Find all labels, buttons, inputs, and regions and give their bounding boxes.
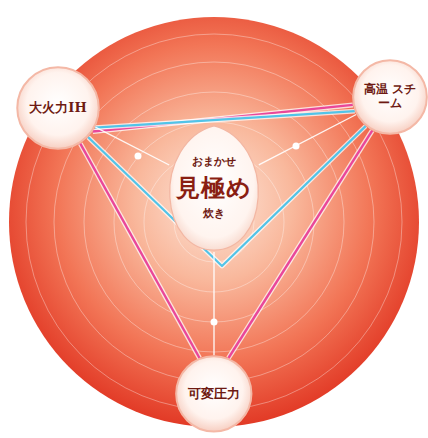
triangle-line [88,126,365,266]
triangle-line [95,111,355,128]
feature-label: 可変圧力 [180,387,248,402]
feature-circle: 可変圧力 [175,355,253,433]
spoke-line [259,115,356,165]
sub-label: おまかせ [192,156,236,169]
spoke-line [95,127,169,165]
feature-label: 大火力IH [22,101,94,116]
feature-circle: 大火力IH [16,66,100,150]
main-label: 見極め [176,174,252,202]
feature-circle: 高温 スチーム [352,59,428,135]
rice-grain-node: おまかせ見極め炊き [166,124,262,252]
spoke-line [214,252,215,355]
sub-label: 炊き [203,208,225,221]
feature-label: 高温 スチーム [361,83,419,111]
